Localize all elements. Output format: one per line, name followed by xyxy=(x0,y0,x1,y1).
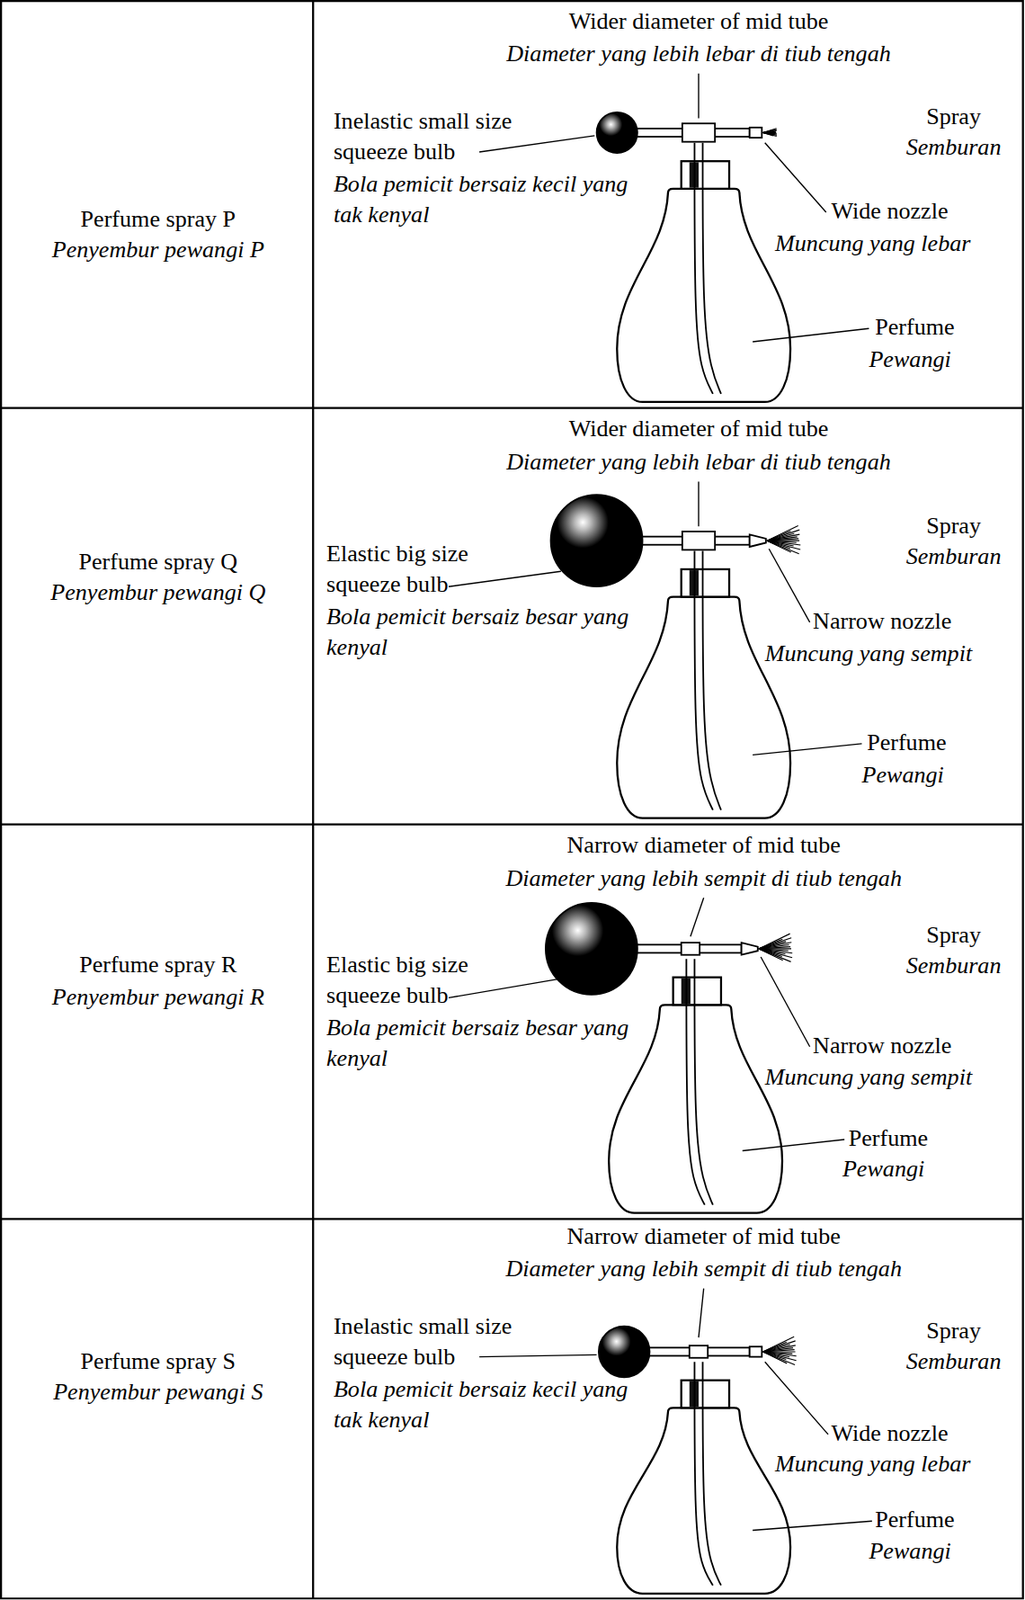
part-label: Inelastic small size squeeze bulb xyxy=(333,1310,569,1373)
part-label: Semburan xyxy=(906,1345,1002,1377)
nozzle xyxy=(749,1345,763,1356)
spray xyxy=(762,1336,796,1364)
part-label: Semburan xyxy=(906,950,1002,981)
nozzle xyxy=(749,534,767,547)
part-label: Muncung yang sempit xyxy=(765,638,972,669)
part-label: Spray xyxy=(926,1315,981,1346)
part-label: Diameter yang lebih lebar di tiub tengah xyxy=(506,38,892,70)
table-cell: Perfume spray S xyxy=(80,1345,236,1377)
part-label: Pewangi xyxy=(868,1535,951,1567)
spray xyxy=(766,525,801,553)
part-label: Semburan xyxy=(906,541,1002,572)
part-label: Inelastic small size squeeze bulb xyxy=(333,106,569,168)
part-label: Narrow nozzle xyxy=(812,606,952,637)
part-label: Semburan xyxy=(906,132,1002,163)
leader-line xyxy=(697,481,699,526)
leader-line xyxy=(752,1520,873,1530)
part-label: Wide nozzle xyxy=(830,1417,948,1449)
leader-line xyxy=(742,1139,845,1150)
part-label: Perfume xyxy=(848,1123,928,1154)
leader-line xyxy=(698,1288,705,1337)
part-label: Diameter yang lebih sempit di tiub tenga… xyxy=(505,1253,902,1284)
nozzle xyxy=(741,942,758,955)
squeeze-bulb xyxy=(545,902,638,995)
bottle-cap xyxy=(681,160,730,189)
part-label: Perfume xyxy=(866,727,946,758)
mid-tube xyxy=(682,123,715,142)
part-label: Elastic big size squeeze bulb xyxy=(326,949,531,1011)
bottle-cap xyxy=(681,569,730,598)
leader-line xyxy=(752,328,869,342)
part-label: Muncung yang lebar xyxy=(775,1448,971,1480)
table-cell: Penyembur pewangi R xyxy=(52,981,265,1013)
leader-line xyxy=(479,1354,597,1356)
part-label: Bola pemicit bersaiz besar yang kenyal xyxy=(326,1012,633,1074)
part-label: Wider diameter of mid tube xyxy=(569,414,829,446)
leader-line xyxy=(448,979,557,998)
part-label: Spray xyxy=(926,101,981,133)
part-label: Bola pemicit bersaiz kecil yang tak keny… xyxy=(333,169,630,231)
squeeze-bulb xyxy=(551,494,643,587)
part-label: Perfume xyxy=(874,1504,954,1535)
part-label: Pewangi xyxy=(861,759,944,791)
leader-line xyxy=(479,135,595,152)
part-label: Narrow diameter of mid tube xyxy=(567,1221,841,1252)
table-cell: Penyembur pewangi P xyxy=(52,234,265,266)
part-label: Pewangi xyxy=(842,1153,925,1185)
bottle-cap xyxy=(673,977,722,1006)
leader-line xyxy=(765,1361,829,1435)
table-cell: Penyembur pewangi Q xyxy=(50,577,266,608)
part-label: Wide nozzle xyxy=(830,196,948,227)
nozzle xyxy=(749,127,763,138)
part-label: Wider diameter of mid tube xyxy=(569,6,829,37)
table-cell: Perfume spray P xyxy=(80,204,236,235)
spray xyxy=(758,933,793,962)
leader-line xyxy=(697,73,699,119)
table-cell: Perfume spray Q xyxy=(78,546,238,578)
squeeze-bulb xyxy=(598,1326,651,1378)
leader-line xyxy=(768,548,810,623)
dip-tube xyxy=(694,958,713,1204)
part-label: Muncung yang sempit xyxy=(765,1061,972,1093)
part-label: Narrow nozzle xyxy=(812,1030,952,1061)
part-label: Pewangi xyxy=(868,344,951,375)
part-label: Diameter yang lebih lebar di tiub tengah xyxy=(506,446,892,478)
part-label: Bola pemicit bersaiz kecil yang tak keny… xyxy=(333,1373,630,1435)
mid-tube xyxy=(682,531,715,550)
part-label: Elastic big size squeeze bulb xyxy=(326,538,531,600)
table-cell: Penyembur pewangi S xyxy=(53,1376,263,1408)
table-cell: Perfume spray R xyxy=(79,949,237,981)
perfume-sprayer xyxy=(448,897,845,1213)
part-label: Spray xyxy=(926,510,981,542)
leader-line xyxy=(448,570,562,587)
part-label: Muncung yang lebar xyxy=(775,228,971,259)
squeeze-bulb xyxy=(597,112,638,153)
dip-tube xyxy=(703,1361,722,1585)
mid-tube xyxy=(689,1345,708,1358)
leader-line xyxy=(690,897,705,936)
leader-line xyxy=(765,142,827,213)
spray xyxy=(762,128,777,137)
part-label: Perfume xyxy=(874,311,954,343)
part-label: Bola pemicit bersaiz besar yang kenyal xyxy=(326,601,633,663)
bottle-cap xyxy=(681,1380,730,1409)
leader-line xyxy=(752,743,862,755)
dip-tube xyxy=(703,142,722,394)
part-label: Spray xyxy=(926,919,981,951)
part-label: Narrow diameter of mid tube xyxy=(567,829,841,861)
dip-tube xyxy=(703,551,722,811)
leader-line xyxy=(760,956,810,1047)
part-label: Diameter yang lebih sempit di tiub tenga… xyxy=(505,863,902,894)
mid-tube xyxy=(681,942,700,955)
perfume-sprayer xyxy=(479,1288,873,1594)
